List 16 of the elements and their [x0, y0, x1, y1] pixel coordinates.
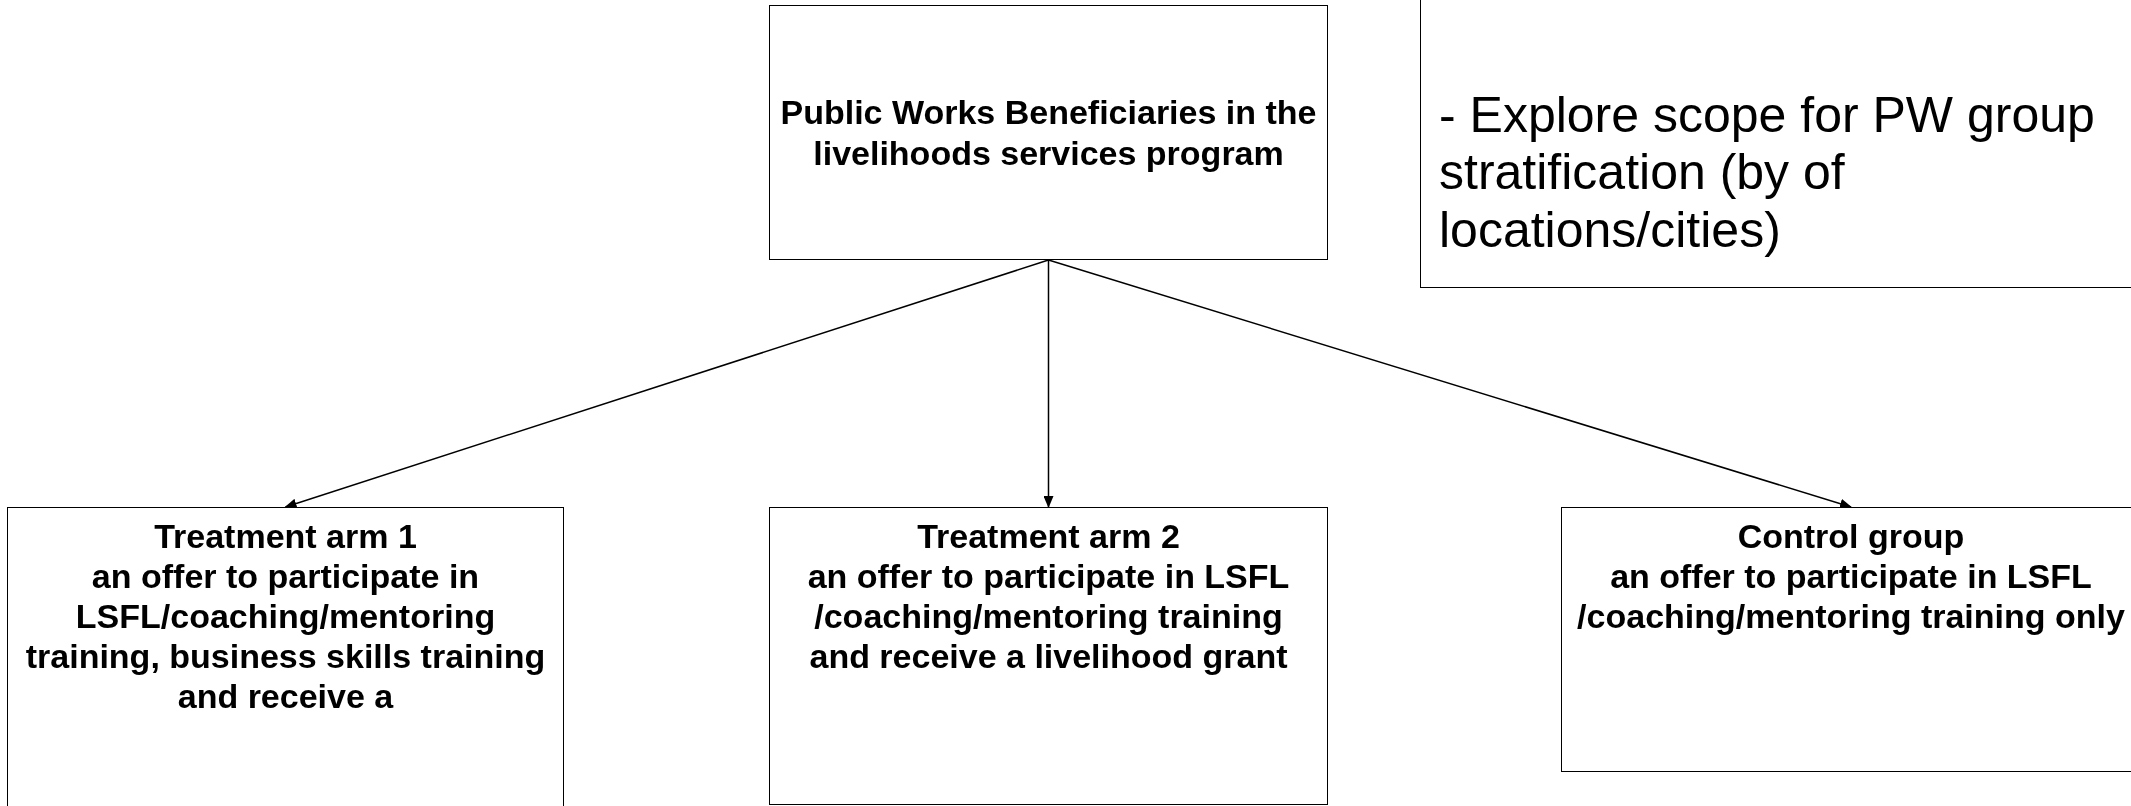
box-text: an offer to participate in LSFL/coaching/mentoring training, business skills training and receive a: [24, 556, 547, 717]
box-text: an offer to participate in LSFL /coaching/mentoring training only: [1576, 556, 2126, 637]
process-box: [769, 5, 1328, 260]
box-heading: Treatment arm 2: [917, 516, 1180, 557]
note-text: - Explore scope for PW group stratification (by of locations/cities): [1439, 86, 2096, 259]
arrow: [284, 259, 1050, 509]
arrow: [1043, 259, 1054, 508]
box-text: Public Works Beneficiaries in the livelihoods services program: [780, 92, 1317, 173]
process-box: [769, 507, 1328, 805]
arrow: [1047, 259, 1852, 509]
box-text: an offer to participate in LSFL /coaching/mentoring training and receive a livelihood grant: [806, 556, 1291, 677]
note-box: [1420, 0, 2131, 288]
process-box: [1561, 507, 2131, 772]
box-heading: Control group: [1737, 516, 1965, 557]
box-heading: Treatment arm 1: [154, 516, 417, 557]
process-box: [7, 507, 564, 806]
